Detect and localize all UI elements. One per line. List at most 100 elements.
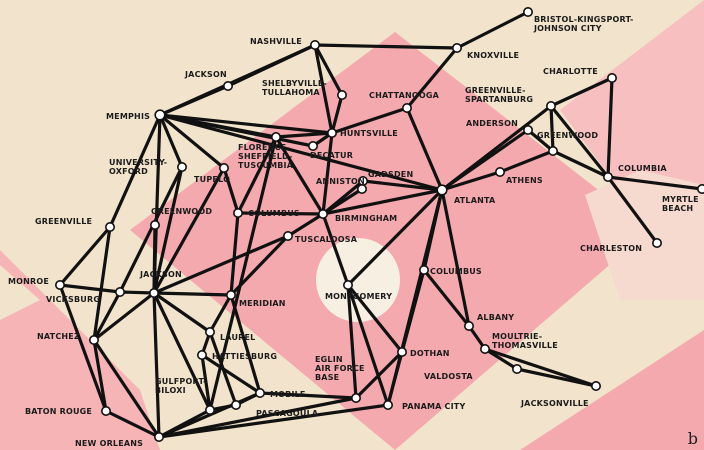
city-node-memphis[interactable] — [154, 109, 166, 121]
route-montgomery-dothan — [346, 283, 404, 354]
city-node-decatur[interactable] — [307, 141, 318, 152]
city-node-atlanta[interactable] — [436, 184, 448, 196]
city-node-baton_rouge[interactable] — [101, 405, 112, 416]
city-node-charlotte[interactable] — [606, 73, 617, 84]
route-birmingham-huntsville — [321, 131, 334, 216]
route-memphis-greenville_ms — [108, 113, 162, 229]
route-florence-gulfport — [208, 135, 278, 412]
city-label-line: COLUMBUS — [430, 267, 482, 276]
city-label-line: CHARLESTON — [580, 244, 642, 253]
city-label-decatur: DECATUR — [310, 151, 353, 160]
route-university-vicksburg — [118, 165, 184, 294]
city-node-bristol[interactable] — [522, 7, 533, 17]
city-node-columbus_ms[interactable] — [233, 208, 244, 219]
city-node-jackson_tn[interactable] — [223, 81, 234, 92]
city-node-charleston[interactable] — [651, 238, 662, 249]
city-label-line: ALBANY — [477, 313, 514, 322]
city-label-line: JACKSON — [139, 270, 182, 279]
city-node-valdosta[interactable] — [511, 363, 522, 374]
city-node-new_orleans[interactable] — [154, 431, 165, 442]
city-label-line: BRISTOL-KINGSPORT- — [534, 15, 634, 24]
route-dothan-panama_city — [386, 350, 404, 407]
route-birmingham-columbus_ms — [236, 211, 325, 216]
city-node-tuscaloosa[interactable] — [282, 231, 293, 242]
city-node-knoxville[interactable] — [451, 42, 462, 53]
route-jackson_ms-gulfport — [152, 291, 212, 412]
city-label-line: NATCHEZ — [37, 332, 80, 341]
city-node-laurel[interactable] — [205, 326, 216, 337]
city-node-greenwood_sc[interactable] — [547, 146, 558, 157]
city-node-natchez[interactable] — [89, 334, 100, 345]
city-label-line: SPARTANBURG — [465, 95, 533, 104]
city-node-myrtle[interactable] — [697, 184, 704, 194]
city-label-line: GREENWOOD — [537, 131, 598, 140]
city-label-line: FLORENCE- — [238, 143, 290, 152]
route-atlanta-chattanooga — [405, 106, 444, 192]
city-label-pascagoula: PASCAGOULA — [256, 409, 319, 418]
city-node-nashville[interactable] — [309, 39, 320, 50]
city-node-tupelo[interactable] — [219, 163, 230, 174]
route-shelbyville-huntsville — [330, 93, 344, 135]
city-label-athens: ATHENS — [506, 176, 543, 185]
city-node-huntsville[interactable] — [326, 128, 337, 139]
city-node-eglin[interactable] — [350, 392, 361, 403]
city-node-hattiesburg[interactable] — [197, 349, 208, 360]
city-label-greenwood_ms: GREENWOOD — [151, 207, 212, 216]
route-new_orleans-panama_city — [157, 403, 390, 439]
city-node-mobile[interactable] — [255, 387, 266, 398]
city-node-greenville_ms[interactable] — [105, 222, 116, 233]
route-montgomery-eglin — [346, 283, 358, 400]
city-label-montgomery: MONTGOMERY — [325, 292, 392, 301]
city-node-panama_city[interactable] — [382, 399, 393, 410]
city-label-natchez: NATCHEZ — [37, 332, 80, 341]
route-nashville-shelbyville — [313, 43, 344, 97]
city-label-greenwood_sc: GREENWOOD — [537, 131, 598, 140]
city-node-montgomery[interactable] — [342, 279, 353, 290]
city-node-monroe[interactable] — [54, 279, 65, 290]
city-node-florence[interactable] — [270, 132, 281, 143]
city-label-anniston: ANNISTON — [316, 177, 365, 186]
city-node-moultrie[interactable] — [479, 343, 490, 354]
city-node-pascagoula[interactable] — [231, 399, 242, 410]
city-node-greenville_sc[interactable] — [545, 101, 556, 112]
city-label-line: NASHVILLE — [250, 37, 302, 46]
route-jackson_ms-laurel — [152, 291, 212, 334]
city-label-line: COLUMBUS — [248, 209, 300, 218]
city-node-meridian[interactable] — [226, 289, 237, 300]
city-node-gulfport[interactable] — [205, 404, 216, 415]
city-label-monroe: MONROE — [8, 277, 49, 286]
route-birmingham-tuscaloosa — [286, 212, 325, 238]
city-node-chattanooga[interactable] — [401, 103, 412, 114]
city-label-line: TULLAHOMA — [262, 88, 320, 97]
city-label-line: GREENVILLE — [35, 217, 92, 226]
city-label-line: MERIDIAN — [239, 299, 286, 308]
city-label-line: ANNISTON — [316, 177, 365, 186]
city-label-charleston: CHARLESTON — [580, 244, 642, 253]
city-node-jackson_ms[interactable] — [149, 287, 160, 298]
route-columbus_ga-dothan — [400, 268, 426, 354]
city-label-moultrie: MOULTRIE-THOMASVILLE — [492, 332, 558, 350]
city-node-anniston[interactable] — [356, 184, 367, 195]
pink-band-right — [520, 330, 704, 450]
city-node-albany[interactable] — [463, 320, 474, 331]
city-node-birmingham[interactable] — [317, 209, 328, 220]
city-node-athens[interactable] — [494, 167, 505, 178]
route-columbia-myrtle — [606, 175, 704, 191]
city-node-university[interactable] — [177, 162, 188, 173]
city-label-knoxville: KNOXVILLE — [467, 51, 519, 60]
city-node-anderson[interactable] — [522, 125, 533, 136]
route-huntsville-florence — [274, 131, 334, 139]
city-node-shelbyville[interactable] — [336, 90, 347, 101]
city-node-dothan[interactable] — [396, 346, 407, 357]
city-node-columbus_ga[interactable] — [418, 264, 429, 275]
city-node-columbia[interactable] — [602, 172, 613, 183]
city-node-jacksonville[interactable] — [590, 380, 601, 391]
city-label-line: JOHNSON CITY — [533, 24, 602, 33]
city-label-atlanta: ATLANTA — [454, 196, 496, 205]
city-label-vicksburg: VICKSBURG — [46, 295, 100, 304]
city-node-greenwood_ms[interactable] — [150, 220, 161, 231]
route-hattiesburg-gulfport — [200, 353, 212, 412]
city-node-vicksburg[interactable] — [115, 286, 126, 297]
